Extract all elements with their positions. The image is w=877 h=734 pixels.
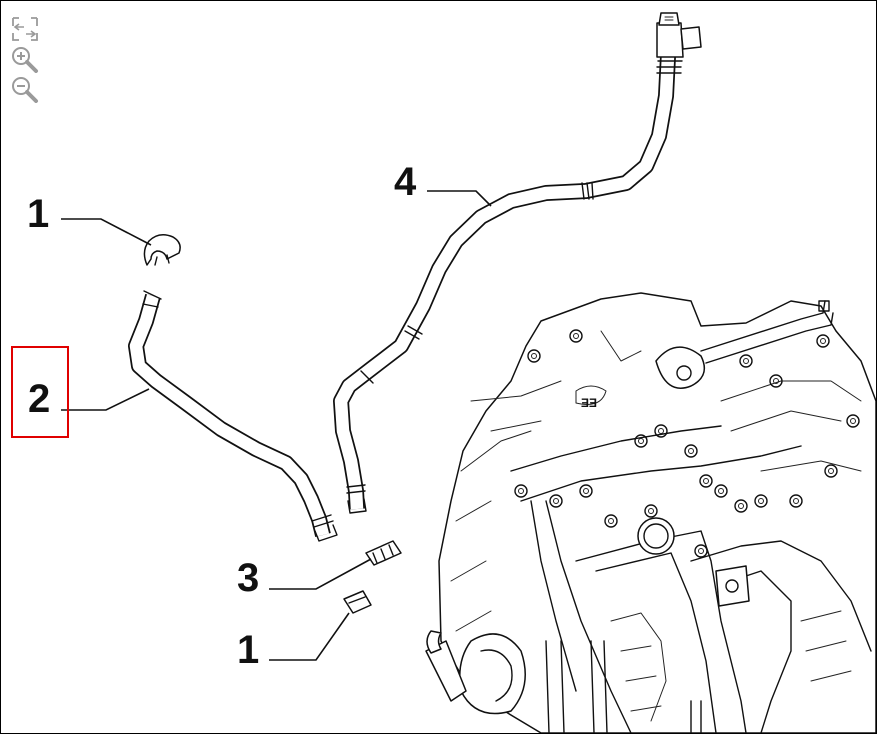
connector-3[interactable] xyxy=(365,540,402,566)
callout-3[interactable]: 3 xyxy=(237,556,259,600)
bolt-bosses xyxy=(514,329,860,558)
zoom-out-icon[interactable] xyxy=(9,75,41,103)
svg-text:ƎƎ: ƎƎ xyxy=(581,396,597,410)
gearbox-housing: ƎƎ xyxy=(425,292,876,733)
zoom-in-icon[interactable] xyxy=(9,45,41,73)
fit-screen-icon[interactable] xyxy=(9,15,41,43)
callout-1-bottom[interactable]: 1 xyxy=(237,628,259,672)
hose-4[interactable] xyxy=(333,12,702,514)
viewer-toolbar xyxy=(9,15,45,105)
selected-callout-highlight xyxy=(11,346,69,438)
clip-1-bottom[interactable] xyxy=(343,590,372,614)
hose-2[interactable] xyxy=(128,290,338,542)
callout-2[interactable]: 2 xyxy=(28,377,50,421)
callout-1-top[interactable]: 1 xyxy=(27,192,49,236)
round-cover xyxy=(425,630,526,715)
clip-1-top[interactable] xyxy=(143,234,181,266)
leader-lines xyxy=(61,190,492,661)
callout-4[interactable]: 4 xyxy=(394,160,417,204)
